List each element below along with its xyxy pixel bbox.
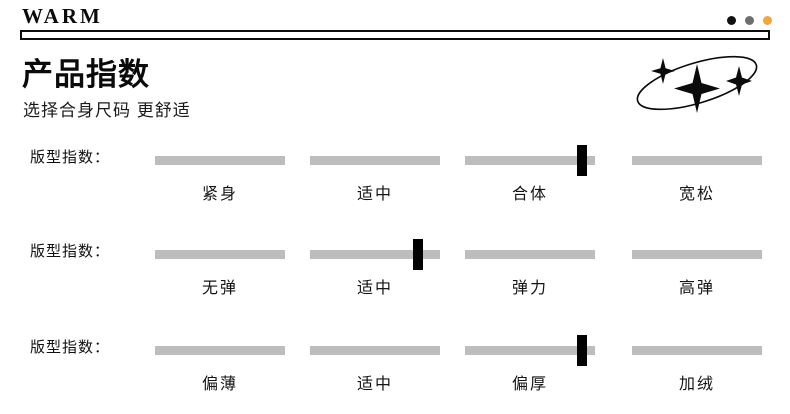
segment-label-3[interactable]: 高弹 — [678, 280, 715, 297]
slider-thumb[interactable] — [577, 145, 587, 176]
segment-label-1[interactable]: 适中 — [356, 186, 393, 203]
dot-orange-icon — [763, 16, 772, 25]
segment-label-1[interactable]: 适中 — [356, 280, 393, 297]
segment-label-3[interactable]: 加绒 — [678, 376, 715, 393]
segment-label-2[interactable]: 合体 — [511, 186, 548, 203]
track-segment-1[interactable] — [310, 250, 440, 259]
slider-row-fit: 版型指数： 紧身 适中 合体 宽松 — [0, 145, 790, 212]
track-segment-3[interactable] — [632, 156, 762, 165]
row-label: 版型指数： — [30, 339, 111, 356]
sparkle-ellipse-icon — [622, 52, 772, 114]
slider-row-thickness: 版型指数： 偏薄 适中 偏厚 加绒 — [0, 335, 790, 402]
track-segment-0[interactable] — [155, 156, 285, 165]
slider-track[interactable]: 无弹 适中 弹力 高弹 — [155, 239, 762, 297]
row-label: 版型指数： — [30, 149, 111, 166]
track-segment-0[interactable] — [155, 346, 285, 355]
page-title: 产品指数 — [22, 57, 150, 92]
segment-label-0[interactable]: 紧身 — [201, 186, 238, 203]
brand-logo: WARM — [22, 4, 103, 28]
segment-label-2[interactable]: 弹力 — [511, 280, 548, 297]
page-subtitle: 选择合身尺码 更舒适 — [23, 101, 191, 120]
header-divider-bar — [20, 30, 770, 40]
track-segment-2[interactable] — [465, 156, 595, 165]
slider-thumb[interactable] — [413, 239, 423, 270]
dot-gray-icon — [745, 16, 754, 25]
slider-track[interactable]: 紧身 适中 合体 宽松 — [155, 145, 762, 203]
slider-row-stretch: 版型指数： 无弹 适中 弹力 高弹 — [0, 239, 790, 306]
track-segment-1[interactable] — [310, 156, 440, 165]
segment-label-0[interactable]: 偏薄 — [201, 376, 238, 393]
slider-track[interactable]: 偏薄 适中 偏厚 加绒 — [155, 335, 762, 393]
track-segment-0[interactable] — [155, 250, 285, 259]
track-segment-3[interactable] — [632, 250, 762, 259]
dot-black-icon — [727, 16, 736, 25]
segment-label-1[interactable]: 适中 — [356, 376, 393, 393]
segment-label-0[interactable]: 无弹 — [201, 280, 238, 297]
segment-label-2[interactable]: 偏厚 — [511, 376, 548, 393]
track-segment-2[interactable] — [465, 346, 595, 355]
track-segment-2[interactable] — [465, 250, 595, 259]
slider-thumb[interactable] — [577, 335, 587, 366]
track-segment-1[interactable] — [310, 346, 440, 355]
header-dot-group — [727, 16, 772, 25]
row-label: 版型指数： — [30, 243, 111, 260]
segment-label-3[interactable]: 宽松 — [678, 186, 715, 203]
track-segment-3[interactable] — [632, 346, 762, 355]
